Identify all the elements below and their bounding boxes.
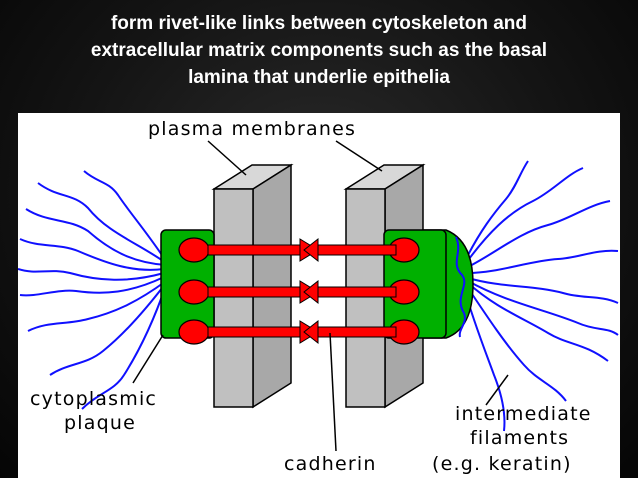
desmosome-diagram: plasma membranes cytoplasmic plaque cadh… (18, 118, 619, 475)
filament-left-8 (81, 284, 167, 410)
filament-right-9 (467, 280, 619, 336)
filament-left-2 (25, 208, 167, 266)
right-membrane-front (345, 188, 386, 408)
left-plaque-protein-1 (178, 237, 210, 263)
right-cytoplasmic-plaque (383, 229, 474, 345)
filament-left-9 (83, 170, 167, 262)
filament-left-6 (27, 280, 167, 332)
cadherin-links (207, 237, 397, 345)
filament-right-8 (465, 160, 529, 260)
diagram-panel: plasma membranes cytoplasmic plaque cadh… (18, 113, 620, 478)
leader-cytoplasmic (132, 334, 164, 384)
right-plasma-membrane (343, 163, 426, 409)
filament-right-3 (467, 249, 619, 274)
left-cytoplasmic-plaque (160, 229, 215, 345)
leader-lines (132, 140, 509, 452)
filament-left-3 (19, 238, 165, 271)
slide-title: form rivet-like links between cytoskelet… (20, 10, 618, 91)
label-intermediate: intermediate (455, 403, 592, 425)
label-filaments: filaments (470, 427, 569, 449)
label-plaque: plaque (64, 412, 136, 434)
filament-left-4 (18, 268, 165, 281)
filament-right-5 (467, 282, 609, 362)
filament-right-6 (465, 284, 567, 402)
left-intermediate-filaments (18, 170, 167, 410)
left-plasma-membrane (211, 163, 294, 409)
left-membrane-side (252, 163, 292, 409)
leader-intermediate (485, 374, 509, 406)
left-plaque-protein-3 (178, 319, 210, 345)
filament-left-1 (37, 182, 167, 264)
cadherin-link-3 (207, 319, 397, 345)
filament-left-5 (19, 276, 165, 297)
leader-plasma-right (335, 140, 383, 172)
right-intermediate-filaments (463, 160, 619, 432)
filament-right-7 (463, 287, 506, 432)
label-cadherin: cadherin (284, 453, 377, 475)
cadherin-link-2 (207, 279, 397, 305)
left-membrane-front (213, 188, 254, 408)
left-plaque-protein-2 (178, 279, 210, 305)
title-line-1: form rivet-like links between cytoskelet… (110, 13, 527, 34)
filament-right-1 (465, 167, 584, 264)
label-keratin: (e.g. keratin) (432, 453, 572, 475)
leader-cadherin (329, 332, 337, 452)
label-cytoplasmic: cytoplasmic (30, 388, 157, 410)
right-plaque-filament-anchor (455, 236, 466, 338)
filament-right-2 (465, 200, 611, 269)
title-line-3: lamina that underlie epithelia (188, 67, 450, 88)
label-plasma-membranes: plasma membranes (148, 118, 356, 140)
leader-plasma-left (207, 140, 247, 176)
cadherin-link-1 (207, 237, 397, 263)
filament-left-7 (49, 282, 167, 376)
title-line-2: extracellular matrix components such as … (90, 40, 548, 61)
filament-right-4 (467, 277, 619, 304)
